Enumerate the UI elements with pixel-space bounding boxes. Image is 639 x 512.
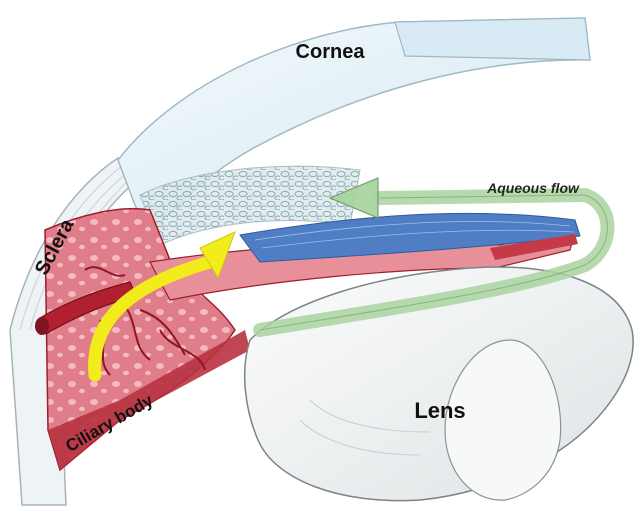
cornea-end-face bbox=[395, 18, 590, 60]
cornea-label: Cornea bbox=[296, 41, 366, 63]
lens-label: Lens bbox=[414, 398, 465, 423]
aqueous-flow-label: Aqueous flow bbox=[486, 180, 580, 196]
blood-vessel-opening bbox=[35, 317, 49, 335]
